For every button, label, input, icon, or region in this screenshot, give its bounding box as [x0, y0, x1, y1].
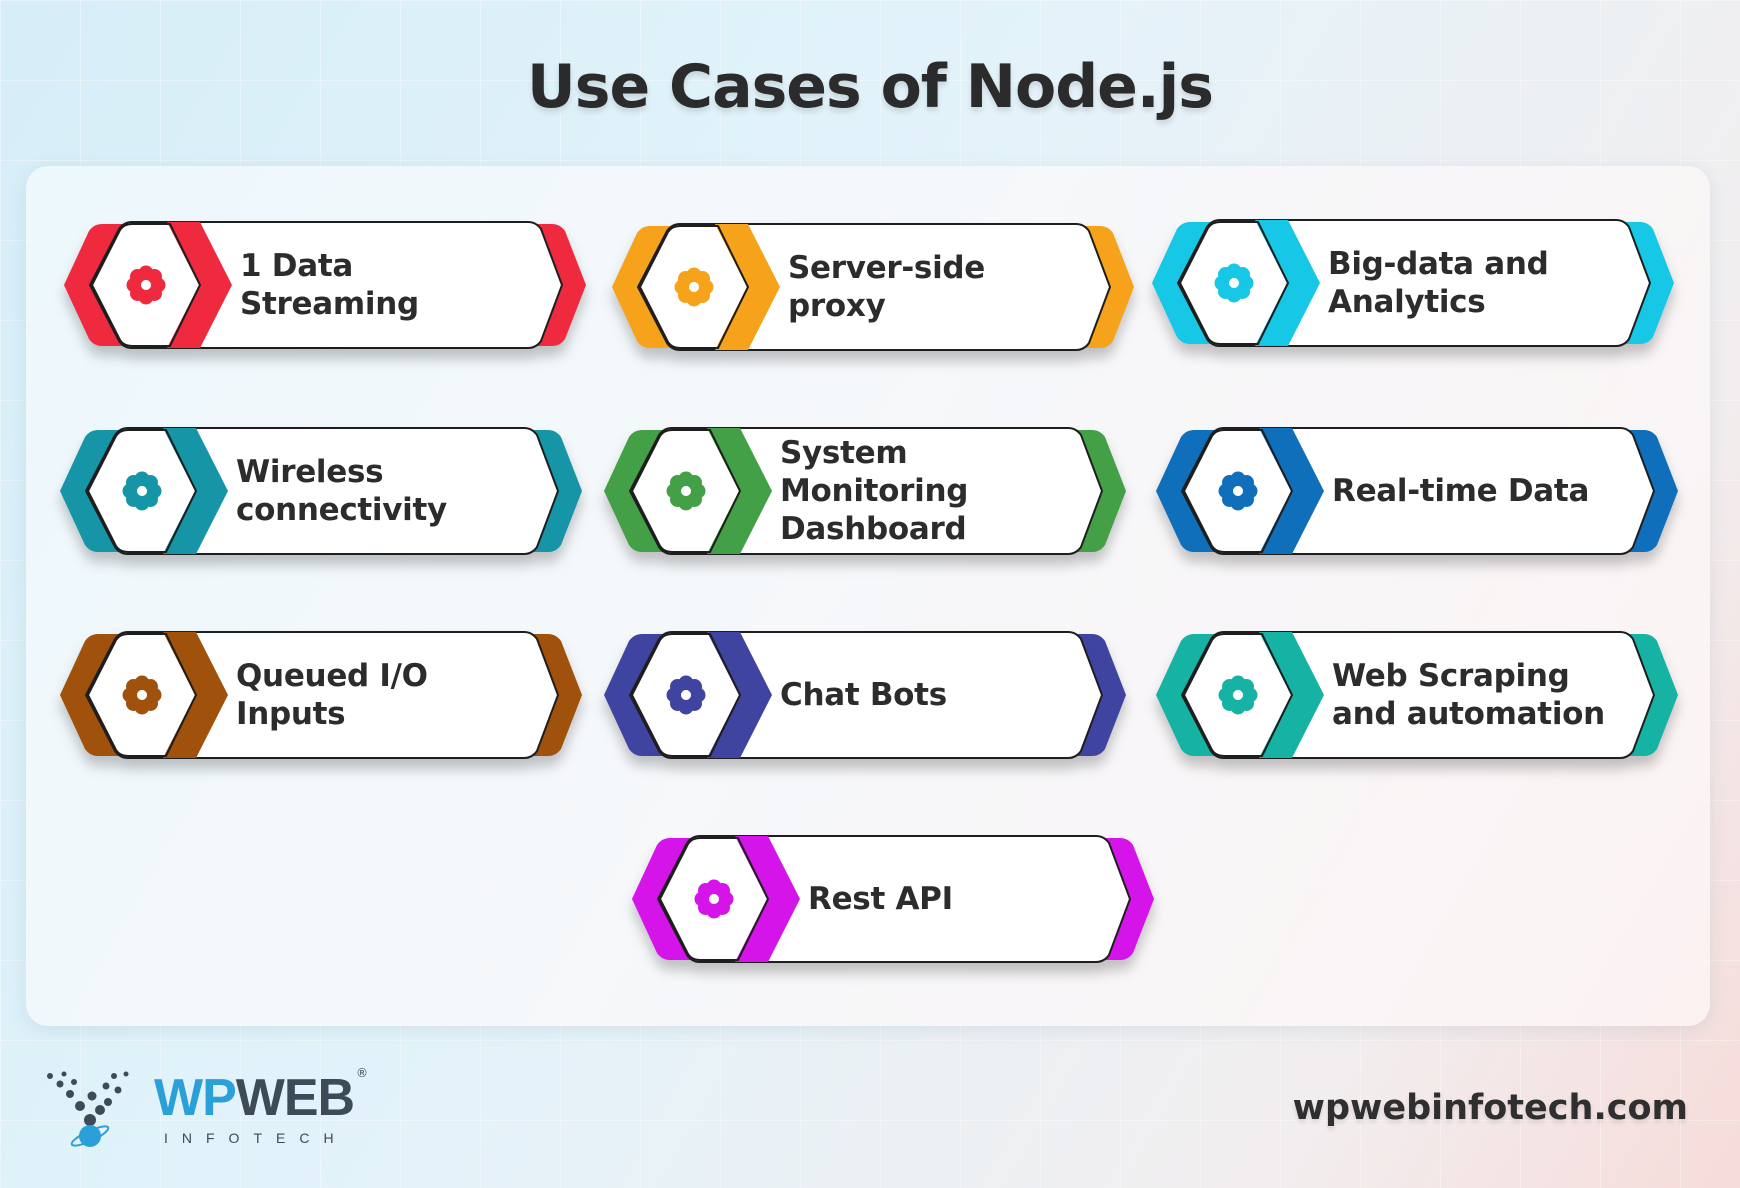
flower-icon	[666, 471, 706, 511]
use-case-label: 1 Data Streaming	[240, 248, 419, 322]
use-case-label: System Monitoring Dashboard	[780, 435, 969, 547]
use-case-label: Wireless connectivity	[236, 454, 447, 528]
chevron-shape	[1156, 631, 1678, 759]
use-case-card-8: Chat Bots	[602, 631, 1128, 759]
use-case-card-6: Real-time Data	[1154, 427, 1680, 555]
chevron-shape	[60, 631, 582, 759]
use-case-label: Server-side proxy	[788, 250, 986, 324]
use-case-card-1: 1 Data Streaming	[62, 221, 588, 349]
flower-icon	[1218, 675, 1258, 715]
use-case-card-2: Server-side proxy	[610, 223, 1136, 351]
website-url: wpwebinfotech.com	[1292, 1088, 1688, 1128]
logo-subtitle: INFOTECH	[164, 1130, 348, 1146]
use-case-card-9: Web Scraping and automation	[1154, 631, 1680, 759]
flower-icon	[666, 675, 706, 715]
chevron-shape	[1156, 427, 1678, 555]
chevron-shape	[604, 631, 1126, 759]
flower-icon	[122, 675, 162, 715]
flower-icon	[122, 471, 162, 511]
chevron-shape	[612, 223, 1134, 351]
flower-icon	[1218, 471, 1258, 511]
use-case-card-7: Queued I/O Inputs	[58, 631, 584, 759]
logo-wordmark: WPWEB	[154, 1069, 355, 1127]
use-case-label: Web Scraping and automation	[1332, 658, 1605, 732]
use-case-card-4: Wireless connectivity	[58, 427, 584, 555]
use-case-label: Queued I/O Inputs	[236, 658, 428, 732]
chevron-shape	[64, 221, 586, 349]
flower-icon	[126, 265, 166, 305]
chevron-shape	[1152, 219, 1674, 347]
use-case-label: Rest API	[808, 881, 953, 917]
page-title: Use Cases of Node.js	[527, 52, 1214, 122]
use-case-card-3: Big-data and Analytics	[1150, 219, 1676, 347]
use-case-card-5: System Monitoring Dashboard	[602, 427, 1128, 555]
logo-registered-mark: ®	[356, 1066, 368, 1080]
use-case-card-10: Rest API	[630, 835, 1156, 963]
use-case-label: Real-time Data	[1332, 473, 1590, 509]
chevron-shape	[632, 835, 1154, 963]
flower-icon	[674, 267, 714, 307]
use-case-label: Chat Bots	[780, 677, 947, 713]
chevron-shape	[60, 427, 582, 555]
use-case-label: Big-data and Analytics	[1328, 246, 1549, 320]
chevron-shape	[604, 427, 1126, 555]
flower-icon	[1214, 263, 1254, 303]
flower-icon	[694, 879, 734, 919]
wpweb-logo-icon	[47, 1071, 129, 1147]
